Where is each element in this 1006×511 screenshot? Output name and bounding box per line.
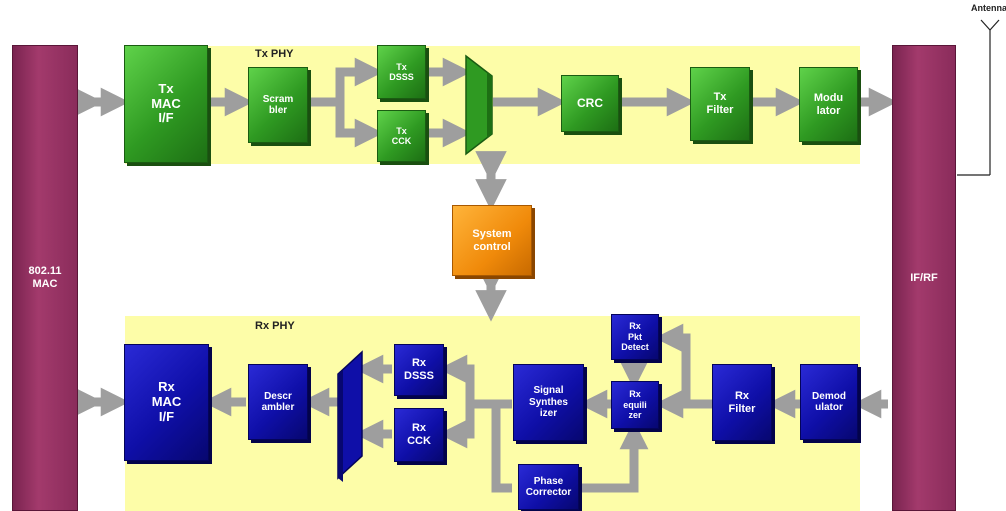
rx-phy-label: Rx PHY <box>255 320 295 332</box>
tx-filter-block: Tx Filter <box>690 67 750 141</box>
rx-mux-shade <box>338 370 343 482</box>
rx-cck-block: Rx CCK <box>394 408 444 462</box>
rx-filter-block: Rx Filter <box>712 364 772 441</box>
arrow-rxfilter-pktdetect <box>654 323 691 404</box>
arrow-synth-rxdsss <box>438 354 512 409</box>
mac-block: 802.11 MAC <box>12 45 78 511</box>
tx-mac-if-block: Tx MAC I/F <box>124 45 208 163</box>
tx-mux-shade <box>487 72 492 138</box>
arrow-synth-rxcck <box>438 404 475 449</box>
if-rf-block: IF/RF <box>892 45 956 511</box>
arrow-scrambler-txdsss <box>310 57 384 107</box>
tx-cck-block: Tx CCK <box>377 110 426 162</box>
arrow-scrambler-txcck <box>335 102 384 148</box>
rx-mac-if-block: Rx MAC I/F <box>124 344 209 461</box>
rx-equilizer-block: Rx equili zer <box>611 381 659 429</box>
rx-dsss-block: Rx DSSS <box>394 344 444 396</box>
tx-phy-label: Tx PHY <box>255 48 294 60</box>
antenna-icon <box>957 19 1000 176</box>
descrambler-block: Descr ambler <box>248 364 308 440</box>
demodulator-block: Demod ulator <box>800 364 858 440</box>
rx-pkt-detect-block: Rx Pkt Detect <box>611 314 659 360</box>
antenna-label: Antenna <box>971 3 1006 13</box>
modulator-block: Modu lator <box>799 67 858 142</box>
crc-block: CRC <box>561 75 619 132</box>
phase-corrector-block: Phase Corrector <box>518 464 579 510</box>
tx-dsss-block: Tx DSSS <box>377 45 426 99</box>
arrow-synth-phasecorrector <box>491 404 512 493</box>
scrambler-block: Scram bler <box>248 67 308 143</box>
signal-synthesizer-block: Signal Synthes izer <box>513 364 584 441</box>
arrow-phasecorrector-equalizer <box>580 420 649 493</box>
system-control-block: System control <box>452 205 532 276</box>
